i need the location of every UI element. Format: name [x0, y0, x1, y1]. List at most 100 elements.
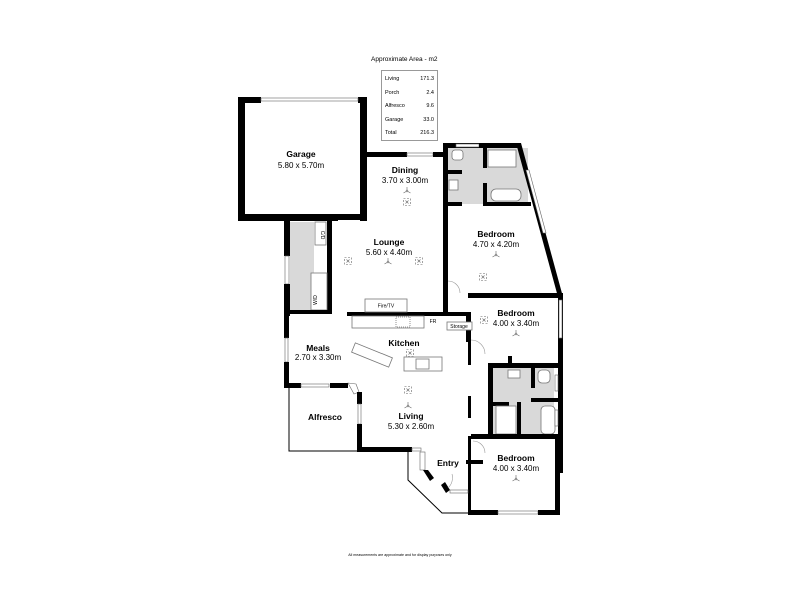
cupboard-label: C/D [319, 231, 325, 240]
laundry-floor [290, 222, 314, 310]
wall [448, 170, 462, 174]
room-dims-lounge: 5.60 x 4.40m [366, 248, 413, 257]
wall [488, 363, 493, 436]
wall [468, 436, 471, 514]
fridge-label: FR [430, 319, 437, 325]
wall [357, 392, 362, 404]
room-name-master-bedroom: Bedroom [477, 229, 515, 239]
area-row-total: Total 216.3 [385, 127, 434, 141]
entry-door-swing[interactable] [447, 473, 453, 489]
room-name-kitchen: Kitchen [388, 338, 419, 348]
area-label: Living [385, 76, 400, 82]
room-name-meals: Meals [306, 343, 330, 353]
area-table-title: Approximate Area - m2 [371, 56, 438, 63]
wall [517, 402, 521, 436]
room-name-alfresco: Alfresco [308, 412, 342, 422]
disclaimer: All measurements are approximate and for… [348, 553, 452, 557]
area-label: Garage [385, 116, 404, 123]
window [554, 374, 559, 392]
wall [493, 402, 509, 406]
room-dims-living: 5.30 x 2.60m [388, 422, 435, 431]
wall [284, 383, 301, 388]
washer-dryer-label: W/D [313, 295, 319, 305]
sliding-door-dining[interactable] [406, 152, 434, 157]
wall [284, 316, 289, 338]
basin-icon [448, 179, 459, 191]
storage [446, 321, 473, 331]
door-swing[interactable] [470, 339, 486, 355]
area-row-living: Living 171.3 [385, 73, 434, 87]
area-value: 216.3 [420, 130, 434, 136]
wall [448, 202, 462, 206]
window [497, 510, 539, 515]
room-dims-bedroom-2: 4.00 x 3.40m [493, 319, 540, 328]
toilet-icon [451, 149, 464, 161]
door-swing[interactable] [447, 280, 461, 294]
basin-icon [507, 369, 521, 379]
wall [330, 383, 348, 388]
wall [331, 214, 367, 220]
window [455, 143, 480, 148]
cupboard [314, 221, 327, 246]
wall [357, 424, 362, 451]
area-label: Total [385, 130, 397, 136]
area-value: 9.6 [426, 103, 434, 109]
area-label: Alfresco [385, 103, 405, 109]
wall [488, 363, 558, 368]
room-name-bedroom-3: Bedroom [497, 453, 535, 463]
room-name-dining: Dining [392, 165, 418, 175]
wall [468, 396, 471, 418]
window [419, 451, 426, 471]
door-swing[interactable] [472, 440, 486, 454]
wall [468, 342, 471, 365]
laundry-door[interactable] [284, 255, 290, 285]
wall [284, 362, 289, 388]
wall [468, 510, 498, 515]
window [411, 447, 422, 452]
area-label: Porch [385, 89, 400, 96]
sink-icon [415, 358, 430, 370]
window [525, 169, 547, 234]
wall [284, 216, 290, 256]
alfresco-outline [288, 388, 357, 452]
wall [443, 291, 448, 296]
porch-outline [407, 451, 468, 514]
window [449, 489, 469, 494]
area-value: 171.3 [420, 76, 434, 82]
wall [347, 312, 467, 316]
wall [483, 148, 487, 168]
door[interactable] [357, 403, 362, 425]
wall [531, 398, 558, 402]
wall [441, 482, 450, 493]
cooktop-icon [395, 316, 411, 328]
wall [471, 434, 563, 439]
wall [555, 439, 560, 515]
wall [284, 310, 332, 314]
window [554, 409, 559, 427]
garage-walls [238, 97, 367, 221]
wall [558, 293, 563, 473]
area-row-alfresco: Alfresco 9.6 [385, 100, 434, 114]
wall [468, 293, 563, 298]
room-dims-bedroom-3: 4.00 x 3.40m [493, 464, 540, 473]
kitchen-bench [351, 315, 425, 329]
room-name-entry: Entry [437, 458, 459, 468]
sliding-door-alfresco[interactable] [300, 383, 330, 388]
garage-door[interactable] [260, 97, 359, 102]
wall [538, 510, 560, 515]
fire-tv-label: Fire/TV [378, 304, 395, 310]
wall [479, 143, 519, 148]
storage-label: Storage [450, 324, 468, 330]
room-dims-dining: 3.70 x 3.00m [382, 176, 429, 185]
room-dims-meals: 2.70 x 3.30m [295, 353, 342, 362]
wall [367, 152, 407, 157]
shower-icon [487, 149, 517, 168]
room-dims-garage: 5.80 x 5.70m [278, 161, 325, 170]
room-name-living: Living [398, 411, 423, 421]
room-name-bedroom-2: Bedroom [497, 308, 535, 318]
wall [284, 284, 290, 316]
